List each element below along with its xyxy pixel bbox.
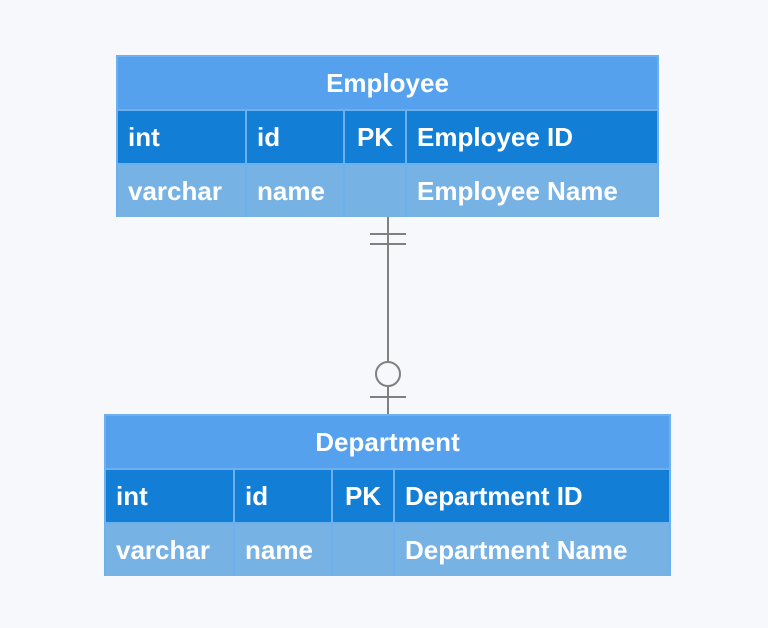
column-name: name: [235, 524, 331, 576]
column-name: id: [247, 111, 343, 163]
entity-title: Department: [106, 416, 669, 468]
column-comment: Employee Name: [407, 165, 657, 217]
column-type: int: [106, 470, 233, 522]
entity-title: Employee: [118, 57, 657, 109]
column-name: name: [247, 165, 343, 217]
key-badge: [333, 524, 393, 576]
entity-employee[interactable]: Employee int id PK Employee ID varchar n…: [116, 55, 659, 217]
entity-department[interactable]: Department int id PK Department ID varch…: [104, 414, 671, 576]
cardinality-zero-circle: [375, 361, 401, 387]
column-comment: Employee ID: [407, 111, 657, 163]
table-row: int id PK Department ID: [106, 470, 669, 522]
key-badge: PK: [345, 111, 405, 163]
key-badge: [345, 165, 405, 217]
column-comment: Department ID: [395, 470, 669, 522]
key-badge: PK: [333, 470, 393, 522]
column-type: int: [118, 111, 245, 163]
table-row: varchar name Department Name: [106, 524, 669, 576]
column-name: id: [235, 470, 331, 522]
table-row: varchar name Employee Name: [118, 165, 657, 217]
table-row: int id PK Employee ID: [118, 111, 657, 163]
column-type: varchar: [106, 524, 233, 576]
column-type: varchar: [118, 165, 245, 217]
column-comment: Department Name: [395, 524, 669, 576]
